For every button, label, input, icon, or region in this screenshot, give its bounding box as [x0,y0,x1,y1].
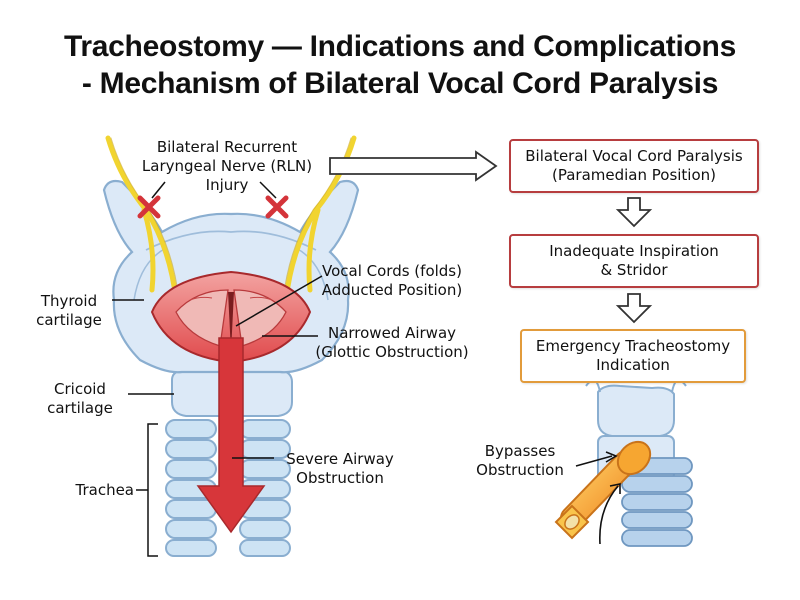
diagram-title: Tracheostomy — Indications and Complicat… [0,28,800,102]
down-arrow-icon [615,293,653,324]
bypasses-obstruction-label: Bypasses Obstruction [476,442,564,479]
trachea-label: Trachea [75,481,135,499]
trachea [165,419,291,557]
title-line-2: - Mechanism of Bilateral Vocal Cord Para… [81,67,719,100]
flow-box-inadequate-inspiration: Inadequate Inspiration & Stridor [509,234,759,288]
title-line-1: Tracheostomy — Indications and Complicat… [64,30,736,63]
tracheostomy-illustration [554,379,693,547]
cricoid-cartilage-label: Cricoid cartilage [47,380,113,417]
down-arrow-icon [615,197,653,228]
nerve-injury-x-icon [137,195,289,219]
vocal-cords-label: Vocal Cords (folds) Adducted Position) [321,262,463,299]
flow-box-emergency-tracheostomy: Emergency Tracheostomy Indication [520,329,746,383]
narrowed-airway-label: Narrowed Airway (Glottic Obstruction) [315,324,469,361]
severe-obstruction-label: Severe Airway Obstruction [286,450,394,487]
thyroid-cartilage-label: Thyroid cartilage [36,292,102,329]
vocal-cords [150,270,312,364]
right-arrow-icon [329,150,498,182]
flow-box-vocal-cord-paralysis: Bilateral Vocal Cord Paralysis (Paramedi… [509,139,759,193]
airflow-down-arrow-icon [196,337,266,534]
rln-injury-label: Bilateral Recurrent Laryngeal Nerve (RLN… [141,138,313,194]
